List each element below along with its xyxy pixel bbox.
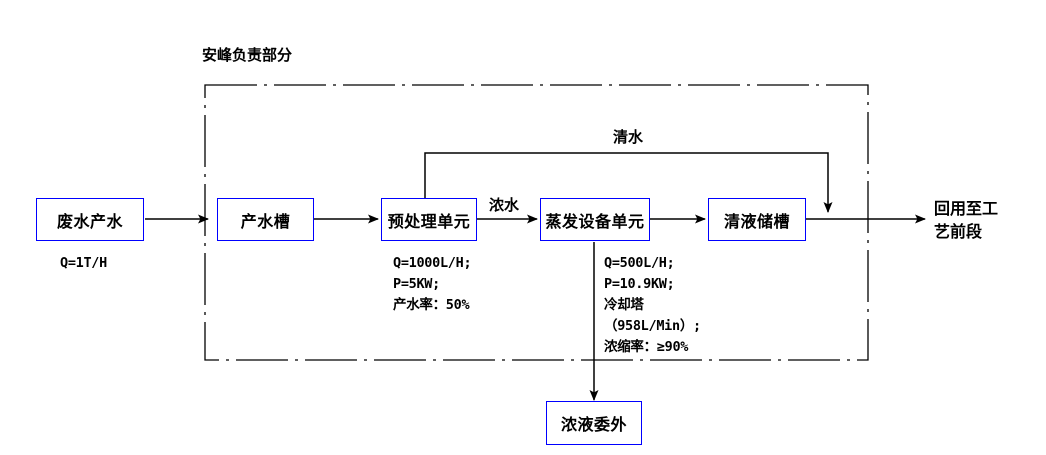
boundary-label: 安峰负责部分 [202, 46, 293, 64]
node-clear-liquid-tank[interactable]: 清液储槽 [708, 198, 806, 241]
node-water-tank[interactable]: 产水槽 [217, 198, 314, 241]
node-evaporator-unit-label: 蒸发设备单元 [545, 211, 645, 231]
node-concentrate-disposal-label: 浓液委外 [560, 415, 627, 434]
edge-clean-water-recycle [424, 152, 833, 213]
node-pretreatment-unit[interactable]: 预处理单元 [381, 198, 477, 241]
node-concentrate-disposal[interactable]: 浓液委外 [546, 401, 642, 445]
spec-evaporator-unit: Q=500L/H; P=10.9KW; 冷却塔 （958L/Min）; 浓缩率：… [604, 255, 701, 355]
node-pretreatment-unit-label: 预处理单元 [387, 211, 471, 231]
edge-label-concentrate: 浓水 [489, 196, 520, 214]
node-evaporator-unit[interactable]: 蒸发设备单元 [540, 198, 650, 241]
spec-pretreatment-unit: Q=1000L/H; P=5KW; 产水率：50% [393, 255, 472, 313]
edge-label-clean-water: 清水 [613, 128, 644, 146]
node-wastewater-label: 废水产水 [56, 211, 123, 231]
spec-wastewater: Q=1T/H [60, 255, 107, 271]
node-clear-liquid-tank-label: 清液储槽 [723, 211, 790, 231]
node-wastewater[interactable]: 废水产水 [36, 198, 144, 241]
terminal-reuse-to-process: 回用至工 艺前段 [934, 199, 999, 242]
node-water-tank-label: 产水槽 [240, 211, 291, 231]
